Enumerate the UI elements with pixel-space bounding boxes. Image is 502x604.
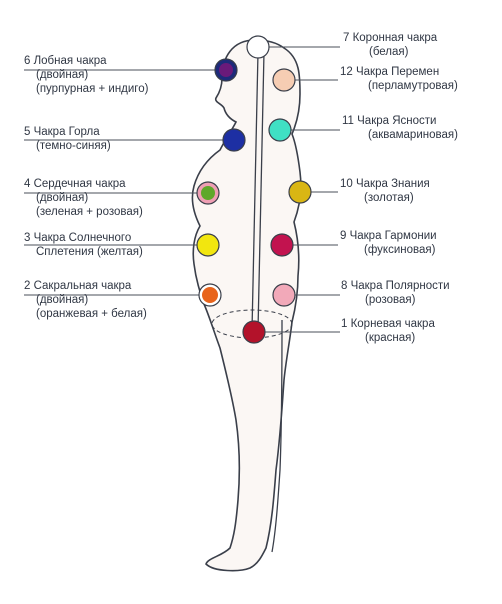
label-line: 5 Чакра Горла (24, 126, 100, 138)
label-line: 4 Сердечная чакра (24, 178, 126, 190)
label-line: 6 Лобная чакра (24, 55, 107, 67)
chakra-3-circle (196, 233, 220, 257)
label-chakra-4: 4 Сердечная чакра (двойная) (зеленая + р… (24, 177, 143, 219)
chakra-10-circle (288, 180, 312, 204)
label-line: (золотая) (364, 192, 414, 204)
label-line: 2 Сакральная чакра (24, 280, 132, 292)
label-line: (перламутровая) (368, 80, 458, 92)
chakra-circles (196, 35, 312, 344)
chakra-4-circle (196, 181, 220, 205)
chakra-5-circle (222, 128, 246, 152)
chakra-11-circle (268, 118, 292, 142)
label-line: 10 Чакра Знания (340, 178, 430, 190)
energy-channel-left (251, 51, 259, 331)
label-chakra-8: 8 Чакра Полярности (розовая) (341, 279, 450, 307)
label-chakra-2: 2 Сакральная чакра (двойная) (оранжевая … (24, 279, 147, 321)
label-line: 8 Чакра Полярности (341, 280, 450, 292)
label-chakra-1: 1 Корневая чакра (красная) (341, 317, 435, 345)
label-line: (двойная) (36, 69, 89, 81)
chakra-7-circle (246, 35, 270, 59)
label-line: (розовая) (365, 294, 416, 306)
energy-channel-right (257, 51, 265, 331)
label-chakra-9: 9 Чакра Гармонии (фуксиновая) (340, 229, 437, 257)
label-line: (двойная) (36, 192, 89, 204)
label-line: 9 Чакра Гармонии (340, 230, 437, 242)
label-line: (двойная) (36, 294, 89, 306)
label-line: (красная) (365, 332, 416, 344)
label-line: 12 Чакра Перемен (340, 66, 440, 78)
label-line: (фуксиновая) (364, 244, 436, 256)
chakra-9-circle (270, 233, 294, 257)
label-line: 1 Корневая чакра (341, 318, 435, 330)
label-line: 11 Чакра Ясности (342, 115, 437, 127)
label-chakra-6: 6 Лобная чакра (двойная) (пурпурная + ин… (24, 54, 148, 96)
chakra-12-circle (272, 68, 296, 92)
label-line: (белая) (369, 46, 409, 58)
label-chakra-3: 3 Чакра Солнечного Сплетения (желтая) (24, 231, 143, 259)
label-line: (пурпурная + индиго) (36, 83, 149, 95)
chakra-8-circle (272, 283, 296, 307)
label-line: (темно-синяя) (36, 140, 111, 152)
chakra-2-circle (198, 283, 222, 307)
connector-lines (24, 46, 340, 333)
chakra-1-circle (242, 320, 266, 344)
label-line: (оранжевая + белая) (36, 308, 147, 320)
label-chakra-10: 10 Чакра Знания (золотая) (340, 177, 430, 205)
label-line: 3 Чакра Солнечного (24, 232, 132, 244)
label-chakra-11: 11 Чакра Ясности (аквамариновая) (342, 114, 458, 142)
label-line: Сплетения (желтая) (36, 246, 143, 258)
label-line: (зеленая + розовая) (36, 206, 143, 218)
chakra-6-circle (214, 58, 238, 82)
label-chakra-12: 12 Чакра Перемен (перламутровая) (340, 65, 458, 93)
label-chakra-5: 5 Чакра Горла (темно-синяя) (24, 125, 111, 153)
label-chakra-7: 7 Коронная чакра (белая) (343, 31, 437, 59)
label-line: 7 Коронная чакра (343, 32, 438, 44)
leg-line (271, 319, 283, 553)
label-line: (аквамариновая) (368, 129, 458, 141)
